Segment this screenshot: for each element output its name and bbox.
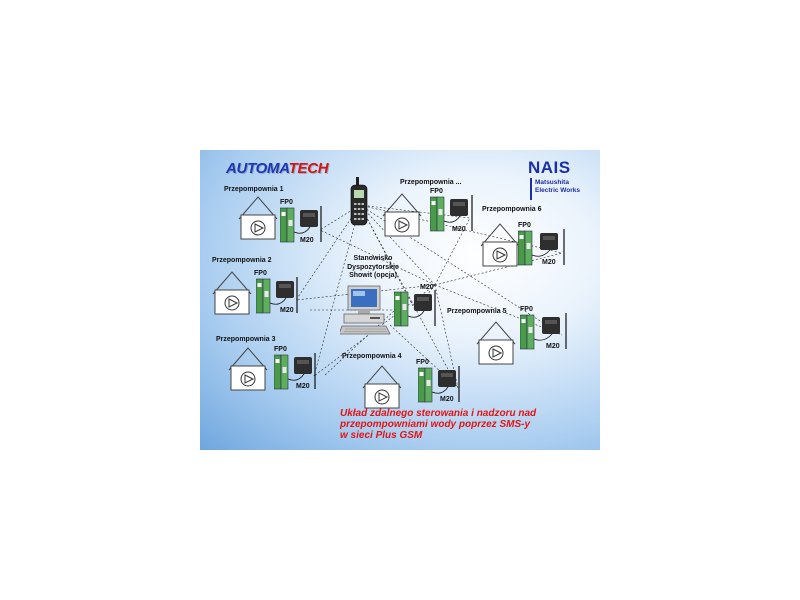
gsm-link-line [434, 252, 563, 286]
gsm-link-line [313, 204, 361, 377]
plc-modem-icon [430, 195, 473, 232]
pump-house-icon [480, 223, 520, 267]
station-2-label: Przepompownia 2 [212, 257, 272, 264]
pump-house-icon [212, 271, 252, 315]
station-3-label: Przepompownia 3 [216, 336, 276, 343]
plc-modem-icon [274, 353, 316, 390]
nais-bar [530, 178, 532, 200]
m20-label: M20 [280, 307, 294, 314]
fp0-label: FP0 [520, 306, 533, 313]
plc-modem-icon [518, 229, 565, 266]
pump-house-icon [238, 196, 278, 240]
station-5-label: Przepompownia 5 [447, 308, 507, 315]
fp0-label: FP0 [416, 359, 429, 366]
station-1-label: Przepompownia 1 [224, 186, 284, 193]
plc-modem-icon [520, 313, 567, 350]
plc-modem-icon [394, 290, 436, 327]
pump-house-icon [362, 365, 402, 409]
m20-label: M20 [300, 237, 314, 244]
gsm-link-line [434, 284, 563, 336]
station-6-label: Przepompownia 6 [482, 206, 542, 213]
gsm-link-line [434, 284, 459, 389]
computer-icon [340, 285, 391, 335]
automatech-logo: AUTOMATECH [226, 160, 329, 177]
station-more-label: Przepompownia ... [400, 179, 462, 186]
fp0-label: FP0 [430, 188, 443, 195]
station-4-label: Przepompownia 4 [342, 353, 402, 360]
gsm-link-line [359, 204, 459, 389]
m20-label: M20 [546, 343, 560, 350]
nais-logo: NAIS [528, 158, 571, 177]
m20-label: M20 [420, 284, 434, 291]
pump-house-icon [476, 321, 516, 365]
plc-modem-icon [256, 277, 298, 314]
pump-house-icon [228, 347, 268, 391]
plc-modem-icon [280, 206, 322, 243]
fp0-label: FP0 [518, 222, 531, 229]
gsm-link-line [295, 204, 361, 301]
pump-house-icon [382, 193, 422, 237]
m20-label: M20 [440, 396, 454, 403]
fp0-label: FP0 [274, 346, 287, 353]
m20-label: M20 [296, 383, 310, 390]
diagram-caption: Układ zdalnego sterowania i nadzoru nad … [340, 408, 537, 441]
m20-label: M20 [452, 226, 466, 233]
m20-label: M20 [542, 259, 556, 266]
fp0-label: FP0 [280, 199, 293, 206]
gsm-link-line [319, 229, 436, 286]
gsm-link-line [434, 217, 471, 286]
gsm-phone-icon [350, 177, 368, 226]
plc-modem-icon [418, 366, 460, 403]
fp0-label: FP0 [254, 270, 267, 277]
